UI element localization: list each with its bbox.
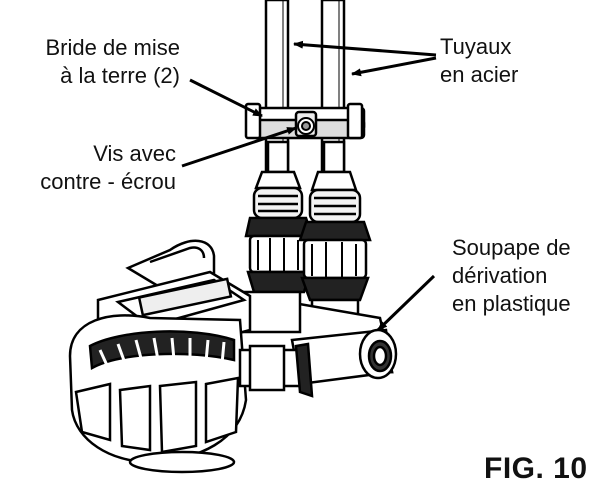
label-grounding-clamp-line2: à la terre (2) xyxy=(60,63,180,88)
control-valve-body xyxy=(68,270,314,474)
right-pipe-coupling xyxy=(298,140,372,332)
label-bypass-valve: Soupape de dérivation en plastique xyxy=(452,234,571,318)
arrow-to-screw xyxy=(181,126,297,168)
arrow-to-left-pipe xyxy=(293,40,437,57)
label-steel-pipes-line1: Tuyaux xyxy=(440,34,512,59)
label-screw-locknut: Vis avec contre - écrou xyxy=(40,140,176,196)
label-grounding-clamp: Bride de mise à la terre (2) xyxy=(45,34,180,90)
label-bypass-valve-line1: Soupape de xyxy=(452,235,571,260)
arrow-to-bypass-valve xyxy=(376,274,436,332)
label-grounding-clamp-line1: Bride de mise xyxy=(45,35,180,60)
label-bypass-valve-line3: en plastique xyxy=(452,291,571,316)
arrow-to-grounding-clamp xyxy=(189,78,263,118)
label-bypass-valve-line2: dérivation xyxy=(452,263,548,288)
label-screw-locknut-line2: contre - écrou xyxy=(40,169,176,194)
screw-with-locknut xyxy=(297,117,315,135)
left-pipe-coupling xyxy=(244,140,314,294)
arrow-to-right-pipe xyxy=(351,56,437,77)
label-screw-locknut-line1: Vis avec xyxy=(93,141,176,166)
label-steel-pipes-line2: en acier xyxy=(440,62,519,87)
label-steel-pipes: Tuyaux en acier xyxy=(440,33,518,89)
figure-number: FIG. 10 xyxy=(484,452,588,485)
